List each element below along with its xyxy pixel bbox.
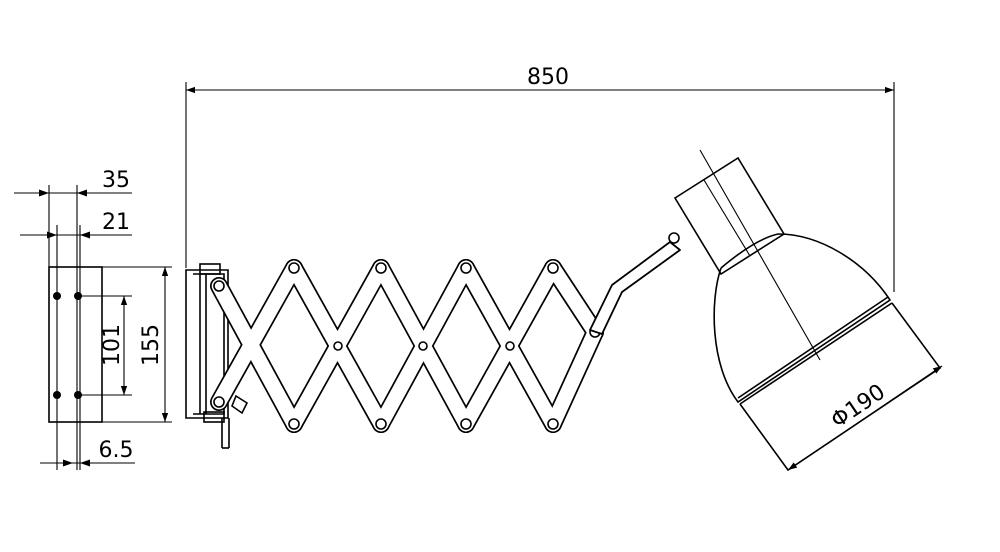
dimension-label-35: 35 — [102, 168, 130, 193]
wall-plate-outline — [48, 266, 103, 423]
bracket-bottom-clip — [203, 411, 225, 423]
arrow-6-5-left — [63, 459, 73, 467]
mount-hole-top-left — [53, 292, 61, 300]
dimension-label-101: 101 — [100, 324, 125, 366]
mount-hole-bottom-left — [53, 391, 61, 399]
pivot-joint — [547, 262, 559, 274]
dimension-label-155: 155 — [139, 324, 164, 366]
pivot-joint — [375, 262, 387, 274]
arrow-21-left — [47, 231, 57, 239]
power-cord — [221, 418, 230, 448]
power-switch — [231, 394, 249, 415]
neck-pivot — [668, 232, 680, 244]
pivot-joint — [375, 418, 387, 430]
arrow-21-right — [80, 231, 90, 239]
pivot-joint — [418, 341, 428, 351]
dimension-label-21: 21 — [102, 210, 130, 235]
arrow-6-5-right — [80, 459, 90, 467]
neck-arm — [589, 241, 681, 335]
mount-hole-bottom-right — [74, 391, 82, 399]
dimension-line-190 — [787, 365, 943, 471]
pivot-joint — [460, 418, 472, 430]
pivot-joint — [288, 262, 300, 274]
shade-top-cylinder — [673, 156, 786, 276]
scissor-arm — [210, 259, 604, 433]
pivot-joint — [213, 280, 225, 292]
shade-diameter-dimension: Φ190 — [787, 365, 943, 471]
lamp-shade — [673, 149, 942, 472]
wall-bracket — [185, 263, 249, 449]
mount-hole-top-right — [74, 292, 82, 300]
dimension-label-190: Φ190 — [827, 380, 890, 434]
lamp-neck — [589, 232, 681, 335]
pivot-joint — [333, 341, 343, 351]
shade-bell — [713, 233, 892, 404]
dimension-label-6-5: 6.5 — [99, 438, 134, 463]
overall-length-dimension: 850 — [185, 65, 895, 292]
pivot-joint — [288, 418, 300, 430]
pivot-joint — [460, 262, 472, 274]
wall-plate-view: 35 21 101 155 6.5 — [14, 168, 172, 470]
shade-bell-back — [720, 233, 779, 269]
bracket-top-clip — [199, 263, 221, 275]
arrow-35-right — [77, 189, 87, 197]
shade-axis — [699, 149, 821, 361]
arrow-35-left — [39, 189, 49, 197]
pivot-joint — [505, 341, 515, 351]
bracket-outer — [185, 269, 229, 419]
dimension-label-850: 850 — [527, 65, 569, 90]
shade-top-inner-line — [703, 179, 751, 257]
pivot-joint — [547, 418, 559, 430]
shade-lower — [739, 302, 942, 472]
pivot-joint — [213, 396, 225, 408]
